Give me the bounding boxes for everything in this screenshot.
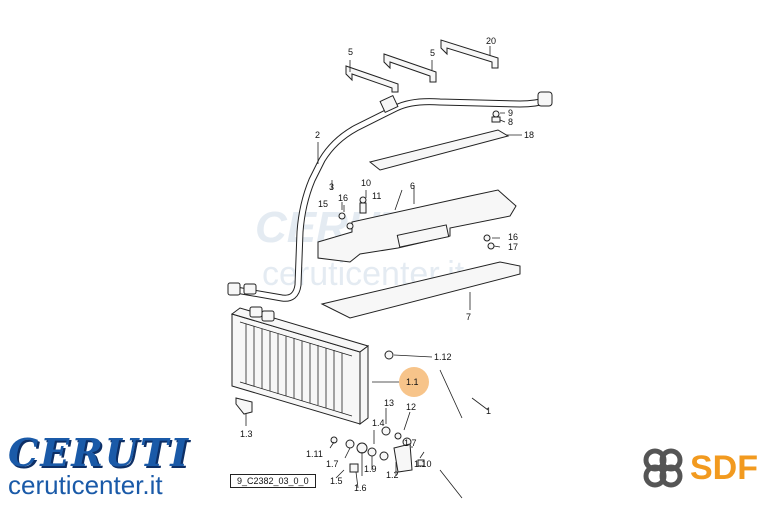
callout-7: 7 (466, 312, 471, 322)
callout-1-5: 1.5 (330, 476, 343, 486)
bracket-20 (440, 39, 499, 69)
hardware-parts (235, 110, 501, 473)
drawing-code: 9_C2382_03_0_0 (230, 474, 316, 488)
callout-6: 6 (410, 181, 415, 191)
callout-1-6: 1.6 (354, 483, 367, 493)
ceruti-logo: CERUTI (8, 430, 190, 475)
bracket-18 (368, 129, 510, 171)
callout-3: 3 (329, 182, 334, 192)
callout-1-7-left: 1.7 (326, 459, 339, 469)
callout-16-left: 16 (338, 193, 348, 203)
sdf-logo-text: SDF (690, 448, 758, 487)
callout-15: 15 (318, 199, 328, 209)
callout-1-9: 1.9 (364, 464, 377, 474)
leader-lines (245, 46, 522, 499)
callout-1-10: 1.10 (414, 459, 432, 469)
callout-18: 18 (524, 130, 534, 140)
callout-11: 11 (372, 191, 381, 201)
highlight-marker (399, 367, 429, 397)
callout-1: 1 (486, 406, 491, 416)
plate-7 (320, 261, 521, 319)
callout-1-4: 1.4 (372, 418, 385, 428)
callout-10: 10 (361, 178, 371, 188)
callout-16-right: 16 (508, 232, 518, 242)
callout-1-2: 1.2 (386, 470, 399, 480)
shroud-slot (396, 224, 450, 248)
callout-20: 20 (486, 36, 496, 46)
callout-5-right: 5 (430, 48, 435, 58)
callout-2: 2 (315, 130, 320, 140)
callout-1-12: 1.12 (434, 352, 452, 362)
callout-1-3: 1.3 (240, 429, 253, 439)
oil-pipe (227, 91, 553, 302)
ceruti-url: ceruticenter.it (8, 470, 163, 500)
oil-cooler (230, 306, 370, 425)
bracket-5-right (383, 53, 437, 83)
callout-5-left: 5 (348, 47, 353, 57)
callout-1-11: 1.11 (306, 449, 323, 459)
callout-1-7-right: 1.7 (404, 438, 417, 448)
bracket-5-left (345, 65, 399, 93)
callout-13: 13 (384, 398, 394, 408)
callout-17: 17 (508, 242, 518, 252)
shroud-6 (317, 189, 517, 263)
callout-1-1: 1.1 (406, 377, 419, 387)
sdf-knot-icon (643, 448, 683, 488)
callout-9: 9 (508, 108, 513, 118)
callout-12: 12 (406, 402, 416, 412)
sdf-logo: SDF (640, 445, 758, 491)
callout-8: 8 (508, 117, 513, 127)
